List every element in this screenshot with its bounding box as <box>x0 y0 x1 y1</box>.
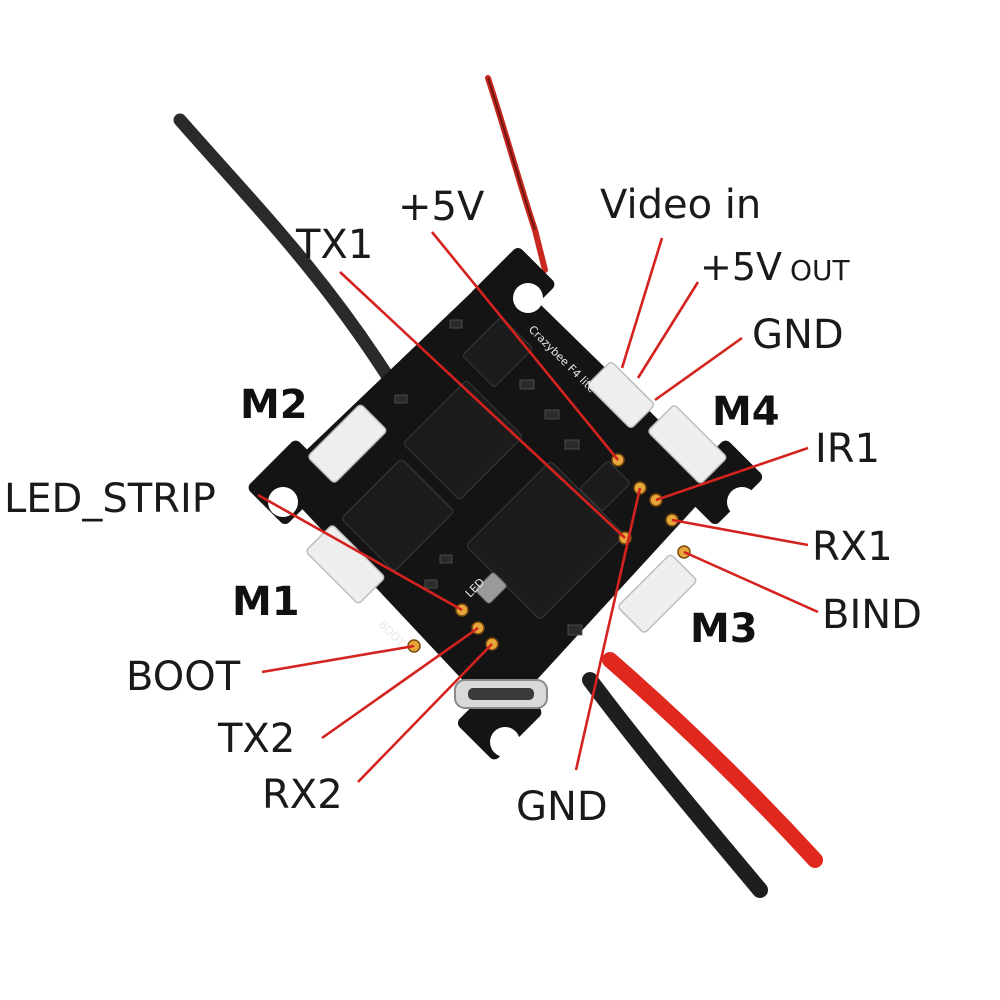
leader-boot <box>261 644 415 674</box>
flight-controller-board: Crazybee F4 lite BOOT LED <box>248 247 763 760</box>
usb-port-opening <box>468 688 534 700</box>
label-5v: +5V <box>398 184 485 230</box>
regulator-chip <box>580 461 630 511</box>
label-bind: BIND <box>822 592 922 638</box>
label-m3: M3 <box>690 606 758 652</box>
mount-hole-top <box>513 283 543 313</box>
leader-5v-out <box>636 281 700 379</box>
label-gnd-top: GND <box>752 312 844 358</box>
motor-connector-m2 <box>308 404 387 483</box>
crystal <box>475 572 507 604</box>
mount-hole-bottom <box>490 727 520 757</box>
leader-5v <box>430 231 620 461</box>
receiver-wire-black <box>173 113 397 387</box>
leader-tx1 <box>339 271 626 539</box>
leader-rx2 <box>357 643 493 783</box>
leader-rx1 <box>671 518 809 547</box>
mount-hole-left <box>268 487 298 517</box>
smd-components <box>394 319 583 636</box>
esc-chip-lower <box>342 459 454 571</box>
esc-chip-upper <box>404 381 522 499</box>
leader-gnd-bottom <box>574 487 642 771</box>
label-boot: BOOT <box>126 654 241 700</box>
label-tx2: TX2 <box>217 716 295 762</box>
leader-gnd-top <box>654 336 743 402</box>
mount-arm-right <box>678 440 763 525</box>
label-m4: M4 <box>712 389 780 435</box>
power-wire-red <box>602 652 823 868</box>
label-m1: M1 <box>232 579 300 625</box>
mount-arm-top <box>470 247 555 332</box>
leader-lines <box>257 231 819 783</box>
mount-hole-right <box>727 487 757 517</box>
leader-tx2 <box>321 626 479 740</box>
antenna-wire-black-core <box>487 77 536 231</box>
wires <box>173 75 823 898</box>
label-rx2: RX2 <box>262 772 343 818</box>
label-gnd-bottom: GND <box>516 784 608 830</box>
leader-ir1 <box>655 446 809 502</box>
silk-boot: BOOT <box>376 618 408 650</box>
leader-bind <box>683 550 819 614</box>
motor-connector-m4 <box>648 405 727 484</box>
label-video-in: Video in <box>600 182 761 228</box>
leader-video-in <box>620 237 664 369</box>
video-connector <box>587 361 655 429</box>
label-m2: M2 <box>240 382 308 428</box>
power-wire-black <box>582 672 768 898</box>
leader-led-strip <box>257 493 463 612</box>
label-rx1: RX1 <box>812 524 893 570</box>
label-ir1: IR1 <box>815 426 880 472</box>
label-led-strip: LED_STRIP <box>4 476 216 522</box>
label-tx1: TX1 <box>295 222 373 268</box>
motor-connector-m3 <box>618 554 697 633</box>
